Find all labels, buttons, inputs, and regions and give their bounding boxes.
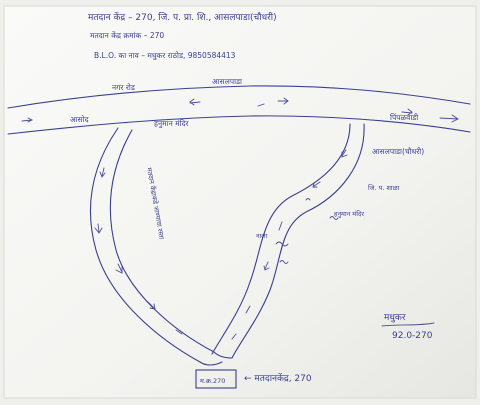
signature-block: मधुकर 92.0-270 (381, 313, 435, 341)
label-top-mid-road: आसलपाडा (212, 77, 243, 86)
main-road (7, 85, 471, 135)
polling-booth-label: ← मतदानकेंद्र, 270 (244, 372, 312, 384)
header-line-3: B.L.O. का नाव – मधुकर राठोड, 9850584413 (94, 51, 236, 61)
label-top-left-road: नगर रोड (112, 83, 136, 92)
label-stream: नाला (256, 232, 268, 240)
booth-connector (199, 361, 223, 366)
polling-booth-box-label: म.क्र.270 (200, 377, 225, 385)
header-line-2: मतदान केंद्र क्रमांक – 270 (90, 31, 164, 40)
label-right-road: पिंपळवाडी (390, 113, 419, 122)
label-school: जि. प. शाळा (368, 184, 400, 192)
polling-booth-box (195, 369, 237, 389)
left-route (89, 127, 215, 363)
label-left-temple: हनुमान मंदिर (154, 119, 190, 129)
label-left-junction: आसोद (70, 115, 90, 124)
signature-date: 92.0-270 (392, 331, 433, 341)
label-right-village: आसलपाडा(चौधरी) (372, 147, 424, 156)
paper-sheet (3, 5, 477, 399)
right-route (211, 123, 365, 359)
signature-name: मधुकर (384, 313, 406, 323)
header-line-1: मतदान केंद्र – 270, जि. प. प्रा. शि., आस… (88, 11, 277, 23)
label-temple-right: हनुमान मंदिर (334, 210, 364, 218)
